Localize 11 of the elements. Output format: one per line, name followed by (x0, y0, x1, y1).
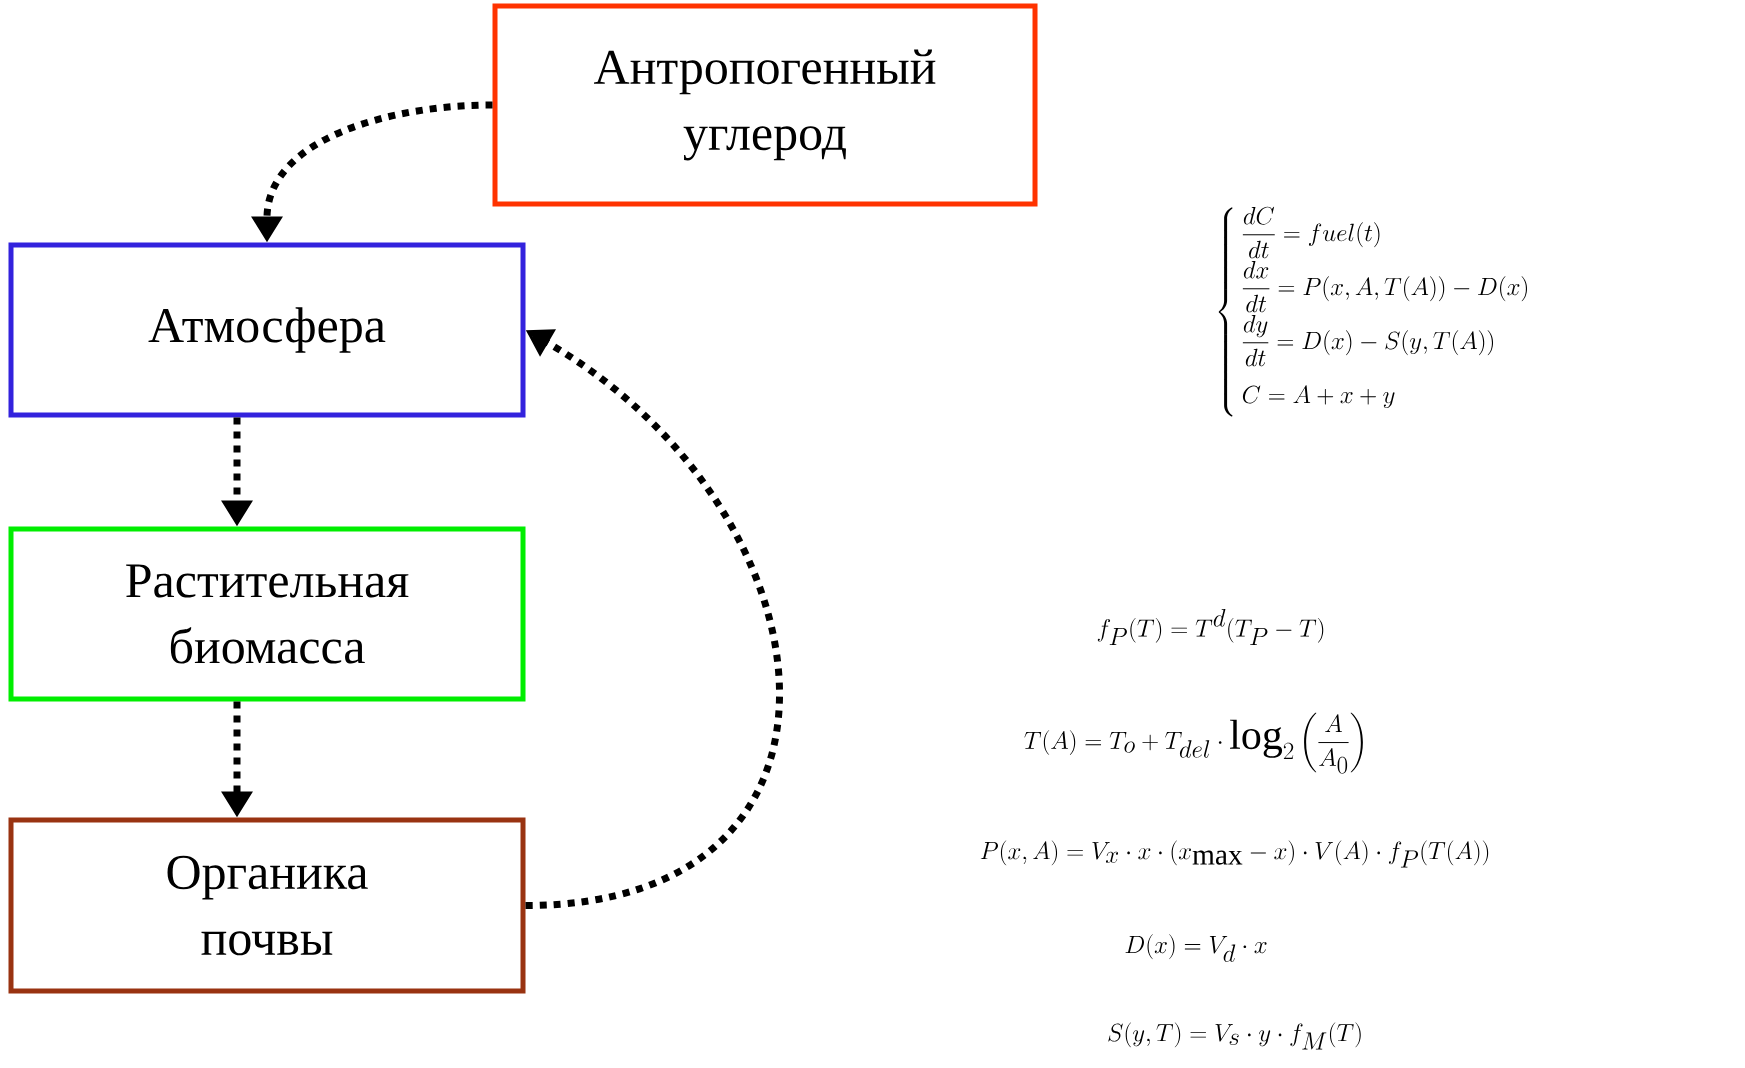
formula: $\left\{\begin{array}{l}\dfrac{dC}{dt}=fuel(t)\\[4pt] \dfrac{dx}{dt}=P(x,A,T(A))-D(x)\\[4pt] \dfrac{dy}{dt}=D(x)-S(y,T(A))\\[4pt] C=A+x+y\end{array}\right.$ (1218, 206, 1527, 417)
box: Антропогенный углерод (492, 3, 1038, 207)
arrow (525, 329, 783, 909)
formula: $P(x,A)=V_x\cdot x\cdot(x_{\max}-x)\cdot V(A)\cdot f_P(T(A))$ (980, 840, 1489, 868)
box: Органика почвы (8, 817, 526, 994)
formula: $S(y,T)=V_s\cdot y\cdot f_M(T)$ (1108, 1022, 1361, 1050)
formula: $T(A)=T_o+T_{del}\cdot\log_2\left(\dfrac{A}{A_0}\right)$ (1024, 712, 1363, 774)
box: Атмосфера (8, 242, 526, 418)
box: Растительная биомасса (8, 526, 526, 702)
formula: $f_P(T)=T^d(T_P-T)$ (1097, 609, 1324, 645)
formula: $D(x)=V_d\cdot x$ (1125, 934, 1267, 962)
